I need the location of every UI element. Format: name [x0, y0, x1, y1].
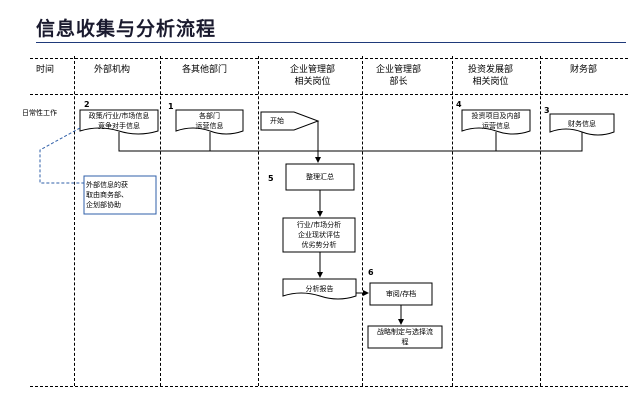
node-policy-line1: 政策/行业/市场信息 — [88, 112, 150, 120]
note-line2: 取由商务部、 — [86, 191, 128, 199]
header-invest-line2: 相关岗位 — [472, 77, 509, 87]
node-dept-ops-line1: 各部门 — [199, 112, 220, 120]
header-mgmt-head: 企业管理部 部长 — [376, 64, 421, 88]
header-mgmt-staff-line2: 相关岗位 — [294, 77, 331, 87]
header-invest: 投资发展部 相关岗位 — [468, 64, 513, 88]
node-analysis-line3: 优劣势分析 — [301, 241, 337, 249]
step-number-4: 4 — [456, 100, 462, 109]
lane-divider-5 — [452, 56, 453, 386]
node-report-text: 分析报告 — [305, 285, 334, 293]
node-dept-ops-line2: 运营信息 — [195, 122, 224, 130]
note-line3: 企划部协助 — [86, 201, 121, 209]
node-policy-line2: 竞争对手信息 — [98, 122, 140, 130]
lane-divider-1 — [74, 56, 75, 386]
note-line1: 外部信息的获 — [86, 181, 128, 189]
lane-divider-6 — [540, 56, 541, 386]
lane-divider-2 — [160, 56, 161, 386]
node-consolidate-text: 整理汇总 — [306, 173, 334, 181]
doc-invest-info — [461, 109, 531, 135]
step-number-1: 1 — [168, 102, 174, 111]
grid-header-line — [30, 94, 628, 95]
start-shape — [260, 111, 320, 131]
node-analysis-line1: 行业/市场分析 — [296, 221, 342, 229]
header-mgmt-head-line1: 企业管理部 — [376, 65, 422, 75]
node-start-text: 开始 — [270, 117, 284, 125]
lane-divider-4 — [362, 56, 363, 386]
step-number-5: 5 — [268, 174, 274, 183]
node-invest-text: 投资项目及内部 运营信息 — [463, 111, 529, 131]
grid-top-line — [30, 58, 628, 59]
lane-divider-3 — [258, 56, 259, 386]
box-strategy — [367, 325, 443, 349]
header-mgmt-staff-line1: 企业管理部 — [290, 65, 336, 75]
header-mgmt-head-line2: 部长 — [389, 77, 408, 87]
header-mgmt-staff: 企业管理部 相关岗位 — [290, 64, 335, 88]
note-text: 外部信息的获 取由商务部、 企划部协助 — [86, 180, 154, 210]
node-strategy-line2: 程 — [401, 338, 409, 346]
doc-report — [282, 278, 357, 300]
node-strategy-text: 战略制定与选择流 程 — [368, 327, 442, 347]
node-policy-text: 政策/行业/市场信息 竞争对手信息 — [82, 111, 156, 131]
node-review-text: 审阅/存档 — [385, 290, 417, 298]
node-invest-line1: 投资项目及内部 — [471, 112, 521, 120]
node-analysis-line2: 企业现状评估 — [298, 231, 340, 239]
header-other-depts: 各其他部门 — [182, 65, 228, 75]
doc-policy — [79, 109, 159, 135]
box-consolidate — [285, 163, 355, 191]
grid-bottom-line — [30, 386, 628, 387]
header-time: 时间 — [36, 65, 55, 75]
node-finance-text: 财务信息 — [568, 120, 596, 128]
page-title: 信息收集与分析流程 — [36, 18, 217, 40]
step-number-6: 6 — [368, 268, 374, 277]
row-label-daily: 日常性工作 — [22, 109, 57, 117]
box-analysis — [282, 217, 356, 253]
header-finance: 财务部 — [570, 65, 598, 75]
connector-collect-line — [118, 132, 583, 152]
step-number-2: 2 — [84, 100, 90, 109]
note-callout-line — [39, 127, 84, 184]
doc-dept-ops — [175, 109, 244, 135]
node-invest-line2: 运营信息 — [482, 122, 510, 130]
node-analysis-text: 行业/市场分析 企业现状评估 优劣势分析 — [283, 220, 355, 250]
node-strategy-line1: 战略制定与选择流 — [377, 328, 433, 336]
header-external: 外部机构 — [94, 65, 131, 75]
step-number-3: 3 — [544, 106, 550, 115]
note-box — [83, 175, 157, 215]
title-rule — [36, 42, 626, 43]
header-invest-line1: 投资发展部 — [468, 65, 514, 75]
node-dept-ops-text: 各部门 运营信息 — [178, 111, 241, 131]
